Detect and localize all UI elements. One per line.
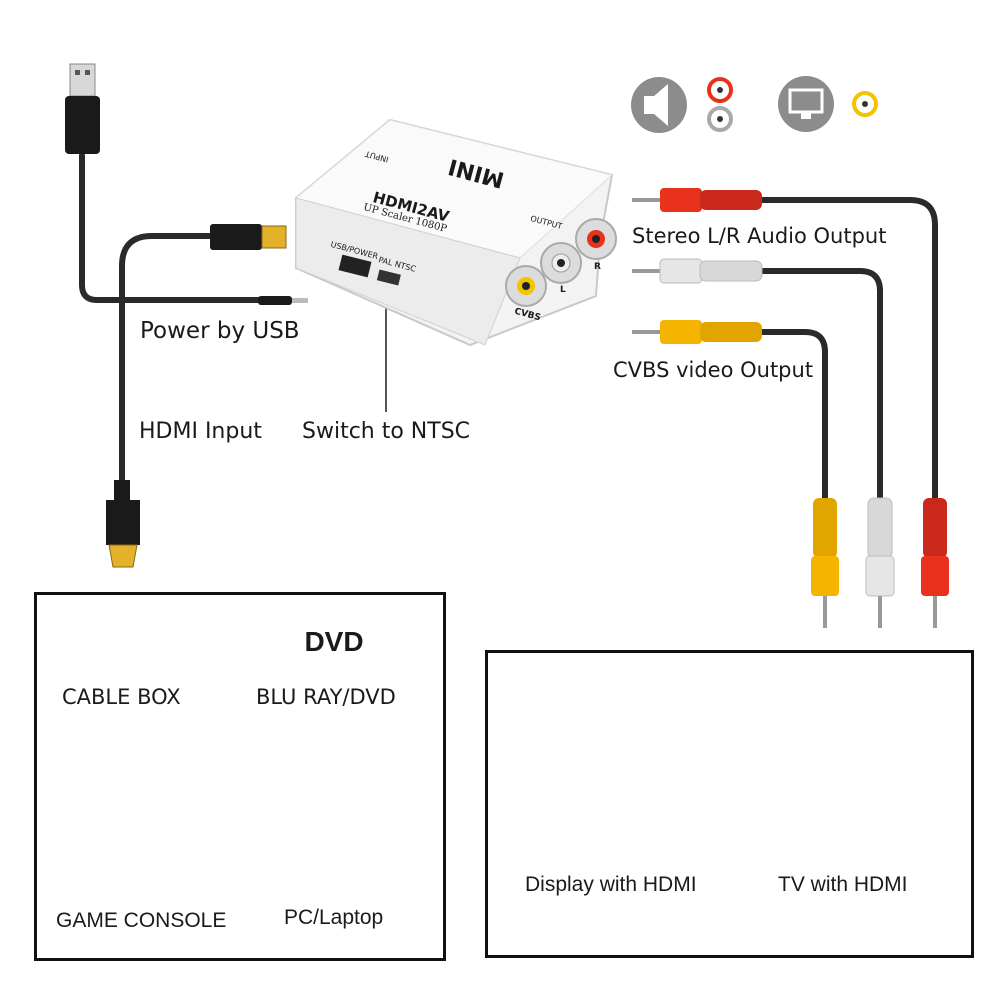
mini-usb-plug bbox=[258, 296, 308, 305]
pc-label: PC/Laptop bbox=[284, 906, 384, 929]
outputs-panel bbox=[485, 650, 974, 958]
blu-ray-label: BLU RAY/DVD bbox=[256, 685, 396, 709]
cables bbox=[79, 152, 938, 508]
speaker-icon bbox=[631, 77, 687, 133]
video-jack-icon bbox=[852, 91, 878, 117]
monitor-icon bbox=[778, 76, 834, 132]
display-label: Display with HDMI bbox=[525, 873, 697, 896]
hdmi-plug-bottom bbox=[106, 480, 140, 568]
dvd-badge-text: DVD bbox=[304, 626, 364, 657]
hdmi-plug-icon bbox=[210, 224, 287, 250]
usb-cable bbox=[79, 152, 265, 303]
usb-plug-icon bbox=[65, 63, 100, 154]
yellow-cable bbox=[757, 329, 828, 508]
rca-plug-red-vertical bbox=[921, 498, 949, 628]
rca-plug-white-vertical bbox=[865, 497, 895, 628]
hdmi-cable bbox=[119, 233, 215, 488]
rca-plug-yellow-vertical bbox=[811, 498, 839, 628]
sources-panel bbox=[34, 592, 446, 961]
stereo-output-label: Stereo L/R Audio Output bbox=[632, 224, 887, 248]
cable-box-label: CABLE BOX bbox=[62, 685, 181, 709]
hdmi-input-label: HDMI Input bbox=[139, 419, 262, 444]
switch-to-ntsc-label: Switch to NTSC bbox=[302, 419, 471, 444]
jack-l-label: L bbox=[560, 285, 566, 295]
red-cable bbox=[757, 197, 938, 508]
rca-plug-red bbox=[632, 188, 762, 212]
white-cable bbox=[757, 268, 883, 508]
rca-plug-yellow bbox=[632, 320, 762, 344]
adapter-device bbox=[294, 118, 617, 347]
tv-label: TV with HDMI bbox=[778, 873, 908, 896]
cvbs-output-label: CVBS video Output bbox=[613, 358, 814, 382]
power-by-usb-label: Power by USB bbox=[140, 318, 300, 344]
audio-jacks-icon bbox=[707, 77, 733, 132]
jack-r-label: R bbox=[594, 262, 601, 272]
game-console-label: GAME CONSOLE bbox=[56, 909, 227, 932]
rca-plug-white bbox=[632, 258, 763, 284]
